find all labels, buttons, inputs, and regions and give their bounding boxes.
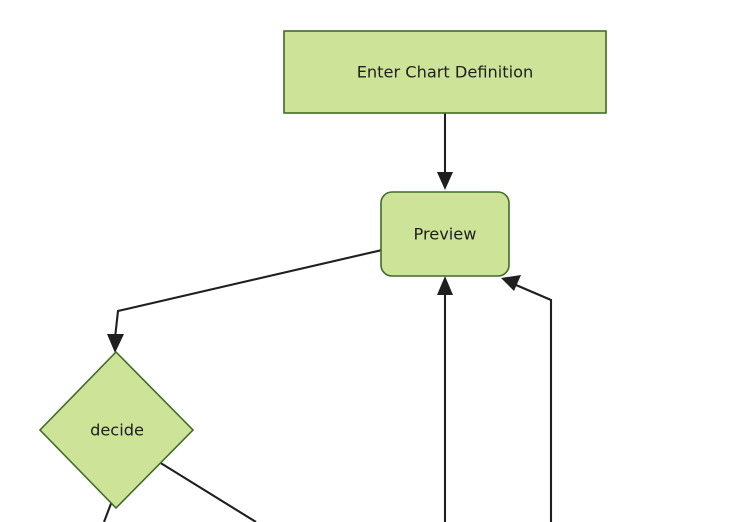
edge-line bbox=[158, 461, 257, 522]
node-preview[interactable]: Preview bbox=[380, 191, 510, 277]
node-label-preview: Preview bbox=[413, 225, 476, 244]
node-diamond[interactable] bbox=[38, 350, 195, 510]
edge-line bbox=[103, 500, 113, 522]
node-label-decide: decide bbox=[90, 421, 144, 440]
node-enter-chart-definition[interactable]: Enter Chart Definition bbox=[283, 30, 607, 114]
arrowhead-icon bbox=[107, 334, 124, 353]
node-rect[interactable] bbox=[283, 30, 607, 114]
edge-bottom-right-to-preview bbox=[501, 275, 553, 522]
node-rounded-rect[interactable] bbox=[380, 191, 510, 277]
arrowhead-icon bbox=[437, 172, 453, 190]
edge-decide-bottom-right bbox=[158, 461, 257, 522]
arrowhead-icon bbox=[501, 275, 521, 291]
edge-preview-to-decide bbox=[107, 248, 383, 353]
node-decide[interactable]: decide bbox=[38, 350, 195, 510]
edge-bottom-center-to-preview bbox=[437, 276, 453, 522]
node-label-enter-chart-definition: Enter Chart Definition bbox=[357, 63, 534, 82]
edge-line bbox=[515, 284, 553, 522]
edge-enter-to-preview bbox=[437, 113, 453, 190]
arrowhead-icon bbox=[437, 276, 453, 295]
edge-line bbox=[113, 248, 383, 339]
edge-decide-bottom-left bbox=[103, 500, 113, 522]
